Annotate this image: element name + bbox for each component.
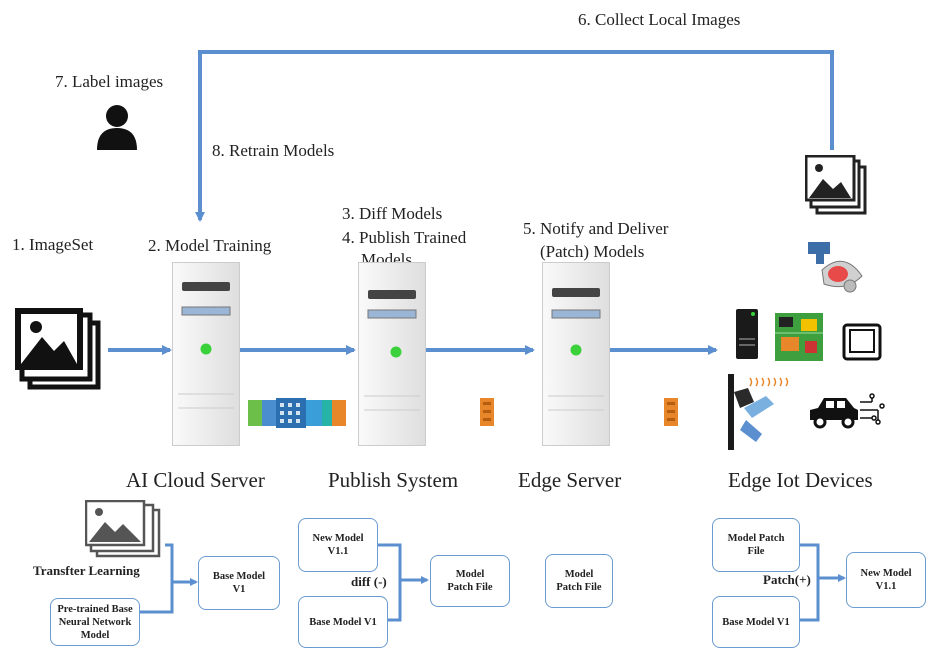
transfer-learning-label: Transfter Learning (33, 563, 140, 578)
device-base-model-box: Base Model V1 (712, 596, 800, 648)
connector-new-model (378, 543, 429, 584)
edge-patch-line-1: Model (564, 569, 594, 580)
patch-line-1: Model (455, 569, 485, 580)
edge-patch-line-2: Patch File (556, 582, 602, 593)
game-console-icon (735, 308, 759, 360)
connector-device-base (800, 578, 820, 622)
system-devices-title: Edge Iot Devices (728, 468, 873, 492)
cloud-server-icon (172, 262, 240, 446)
step-collect-label: 6. Collect Local Images (578, 10, 741, 29)
base-model-v1-label: Base Model V1 (309, 616, 377, 628)
connector-patch-file (800, 543, 846, 582)
pretrained-line-2: Neural Network (58, 616, 132, 628)
device-new-model-line-2: V1.1 (875, 581, 897, 592)
data-blocks-icon (248, 398, 346, 428)
new-model-line-2: V1.1 (327, 546, 349, 557)
patch-file-icon (664, 398, 678, 426)
security-camera-icon (806, 240, 864, 296)
step-imageset-label: 1. ImageSet (12, 235, 94, 254)
patch-file-icon (480, 398, 494, 426)
patch-operator-label: Patch(+) (763, 572, 811, 587)
system-edge-title: Edge Server (518, 468, 622, 492)
connector-transfer (165, 543, 198, 586)
new-model-line-1: New Model (312, 533, 364, 544)
tablet-icon (842, 323, 882, 361)
device-patch-line-1: Model Patch (727, 533, 785, 544)
step-notify-label-2: (Patch) Models (540, 242, 645, 261)
pretrained-line-3: Model (80, 629, 110, 641)
base-model-line-1: Base Model (212, 571, 266, 582)
publish-server-icon (358, 262, 426, 446)
diff-operator-label: diff (-) (351, 574, 387, 589)
step-retrain-label: 8. Retrain Models (212, 141, 335, 160)
device-base-model-label: Base Model V1 (722, 616, 790, 628)
base-model-line-2: V1 (232, 584, 246, 595)
connector-pretrained (138, 582, 174, 614)
image-stack-icon (14, 307, 102, 391)
device-patch-line-2: File (747, 546, 765, 557)
image-stack-icon (805, 155, 867, 215)
device-new-model-line-1: New Model (860, 568, 912, 579)
step-diff-label: 3. Diff Models (342, 204, 443, 223)
step-training-label: 2. Model Training (148, 236, 272, 255)
step-notify-label: 5. Notify and Deliver (523, 219, 669, 238)
image-stack-icon (85, 500, 161, 558)
step-publish-label: 4. Publish Trained (342, 228, 467, 247)
pretrained-line-1: Pre-trained Base (57, 603, 133, 615)
car-icon (808, 392, 888, 432)
step-label-images: 7. Label images (55, 72, 164, 91)
person-icon (96, 104, 138, 150)
patch-line-2: Patch File (447, 582, 493, 593)
robot-arm-icon (726, 372, 792, 452)
edge-server-icon (542, 262, 610, 446)
circuit-board-icon (775, 313, 823, 361)
connector-base-model (388, 580, 402, 622)
system-publish-title: Publish System (328, 468, 459, 492)
feedback-loop-arrow (195, 50, 834, 222)
base-model-v1-box: Base Model V1 (298, 596, 388, 648)
system-cloud-title: AI Cloud Server (126, 468, 265, 492)
